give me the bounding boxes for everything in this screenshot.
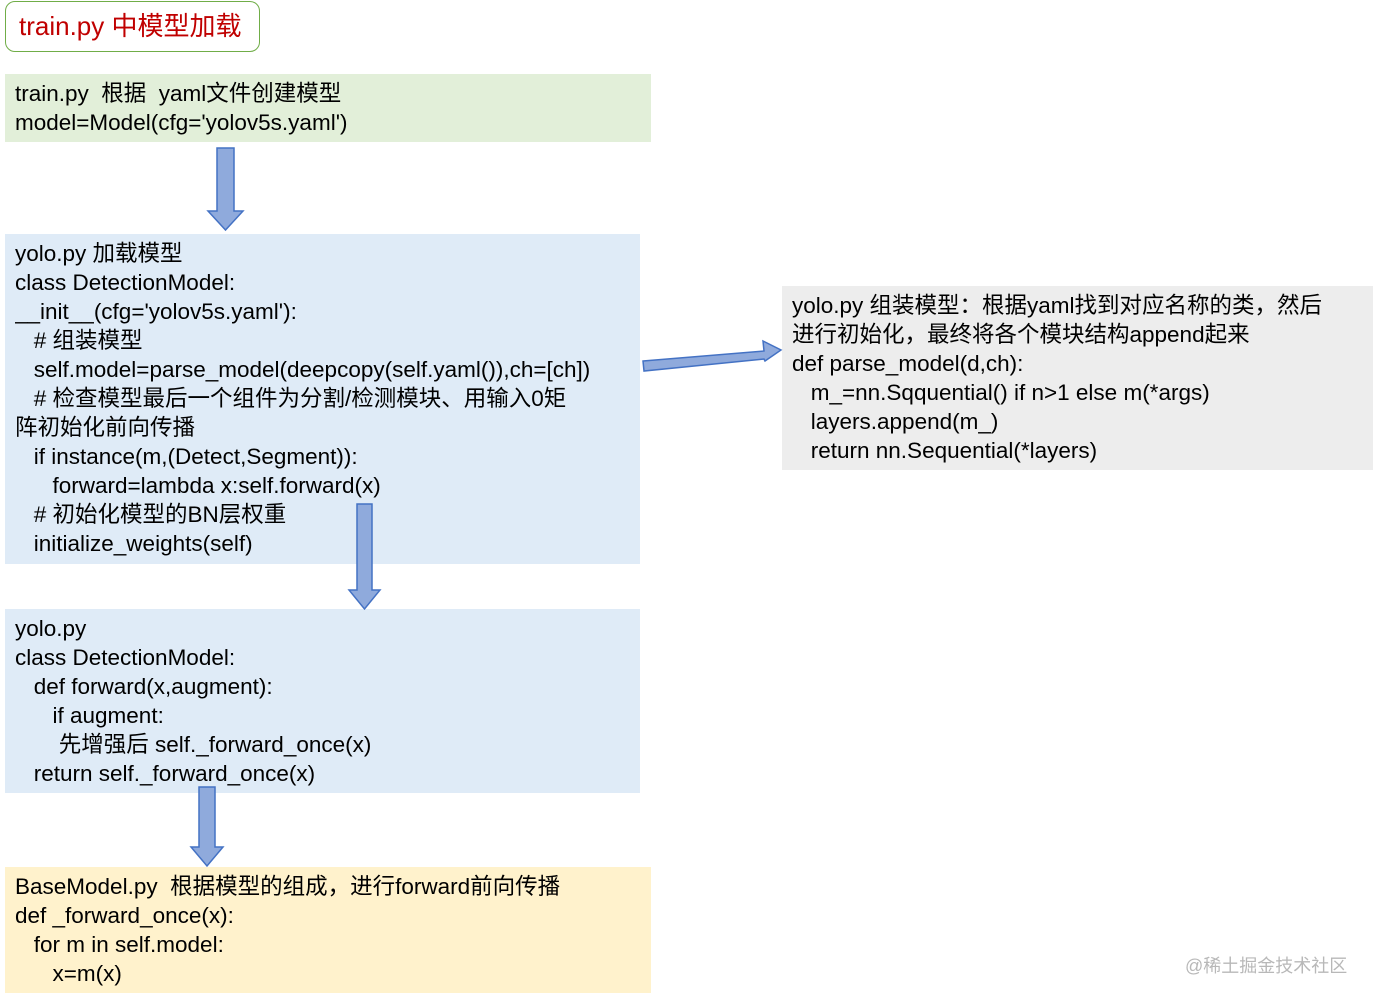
box-line: m_=nn.Sqquential() if n>1 else m(*args) [792,380,1210,405]
box-line: def _forward_once(x): [15,903,234,928]
yolo-forward-box: yolo.py class DetectionModel: def forwar… [5,609,640,793]
box-line: # 检查模型最后一个组件为分割/检测模块、用输入0矩 [15,386,567,411]
box-line: layers.append(m_) [792,409,999,434]
box-line: yolo.py 组装模型：根据yaml找到对应名称的类，然后 [792,293,1323,318]
box-line: yolo.py 加载模型 [15,241,183,266]
box-line: model=Model(cfg='yolov5s.yaml') [15,110,348,135]
box-line: class DetectionModel: [15,645,236,670]
watermark: @稀土掘金技术社区 [1185,956,1348,976]
box-line: if augment: [15,703,164,728]
box-line: self.model=parse_model(deepcopy(self.yam… [15,357,591,382]
box-line: train.py 根据 yaml文件创建模型 [15,81,342,106]
box-line: 阵初始化前向传播 [15,415,196,440]
yolo-init-box: yolo.py 加载模型 class DetectionModel: __ini… [5,234,640,564]
box-line: yolo.py [15,616,87,641]
box-line: initialize_weights(self) [15,531,253,556]
box-line: for m in self.model: [15,932,224,957]
diagram-title: train.py 中模型加载 [5,1,260,52]
box-line: BaseModel.py 根据模型的组成，进行forward前向传播 [15,874,561,899]
box-line: # 初始化模型的BN层权重 [15,502,287,527]
box-line: def parse_model(d,ch): [792,351,1024,376]
arrow-down-train-to-init [206,147,245,232]
basemodel-box: BaseModel.py 根据模型的组成，进行forward前向传播 def _… [5,867,651,993]
box-line: if instance(m,(Detect,Segment)): [15,444,358,469]
box-line: return self._forward_once(x) [15,761,316,786]
box-line: class DetectionModel: [15,270,236,295]
arrow-right-init-to-parse [642,339,783,372]
box-line: return nn.Sequential(*layers) [792,438,1098,463]
box-line: forward=lambda x:self.forward(x) [15,473,381,498]
box-line: def forward(x,augment): [15,674,273,699]
arrow-down-forward-to-basemodel [189,786,225,868]
box-line: 先增强后 self._forward_once(x) [15,732,372,757]
box-line: x=m(x) [15,961,122,986]
box-line: 进行初始化，最终将各个模块结构append起来 [792,322,1250,347]
box-line: __init__(cfg='yolov5s.yaml'): [15,299,297,324]
parse-model-box: yolo.py 组装模型：根据yaml找到对应名称的类，然后 进行初始化，最终将… [782,286,1373,470]
box-line: # 组装模型 [15,328,143,353]
train-py-box: train.py 根据 yaml文件创建模型 model=Model(cfg='… [5,74,651,142]
